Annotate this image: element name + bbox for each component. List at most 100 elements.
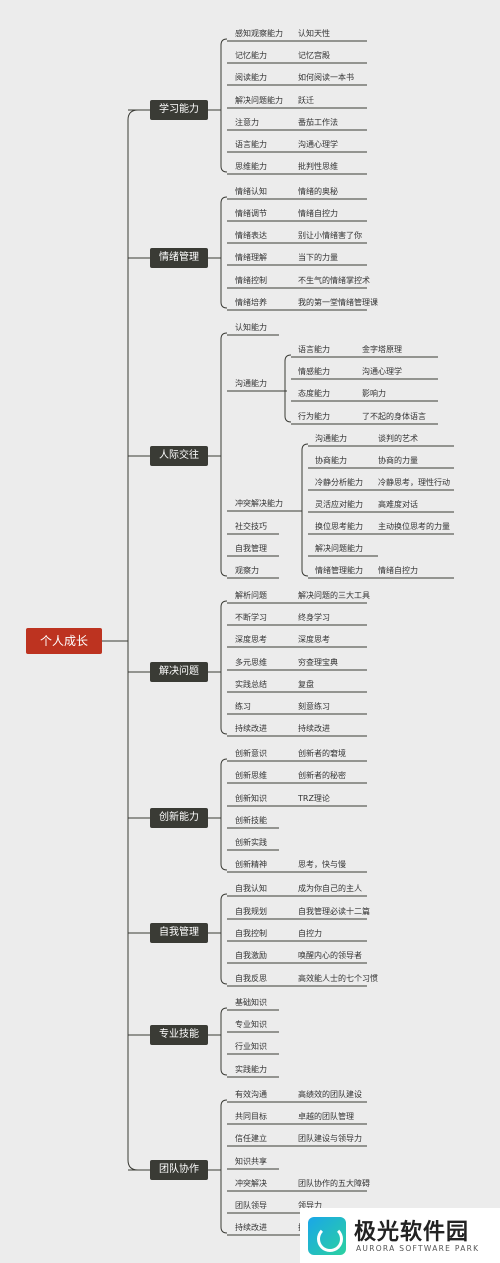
sub-item-note: 谈判的艺术 xyxy=(378,434,418,443)
item-note: 认知天性 xyxy=(298,29,330,38)
item-note: 如何阅读一本书 xyxy=(298,73,354,82)
item-label[interactable]: 思维能力 xyxy=(235,162,267,171)
item-note: 穷查理宝典 xyxy=(298,658,338,667)
sub-bracket xyxy=(284,354,292,423)
sub-item-note: 高难度对话 xyxy=(378,500,418,509)
item-label[interactable]: 创新精神 xyxy=(235,860,267,869)
item-note: 成为你自己的主人 xyxy=(298,884,362,893)
item-label[interactable]: 创新实践 xyxy=(235,838,267,847)
item-label[interactable]: 实践能力 xyxy=(235,1065,267,1074)
sub-item-label[interactable]: 换位思考能力 xyxy=(315,522,363,531)
sub-item-label[interactable]: 解决问题能力 xyxy=(315,544,363,553)
item-note: 卓越的团队管理 xyxy=(298,1112,354,1121)
item-note: 不生气的情绪掌控术 xyxy=(298,276,370,285)
item-label[interactable]: 记忆能力 xyxy=(235,51,267,60)
item-label[interactable]: 行业知识 xyxy=(235,1042,267,1051)
item-label[interactable]: 团队领导 xyxy=(235,1201,267,1210)
item-label[interactable]: 创新思维 xyxy=(235,771,267,780)
sub-item-label[interactable]: 态度能力 xyxy=(298,389,330,398)
watermark-subtitle: AURORA SOFTWARE PARK xyxy=(356,1244,480,1253)
item-label[interactable]: 情绪理解 xyxy=(235,253,267,262)
item-label[interactable]: 自我反思 xyxy=(235,974,267,983)
item-note: 当下的力量 xyxy=(298,253,338,262)
sub-item-label[interactable]: 沟通能力 xyxy=(315,434,347,443)
item-label[interactable]: 社交技巧 xyxy=(235,522,267,531)
item-label[interactable]: 冲突解决能力 xyxy=(235,499,283,508)
branch-node[interactable]: 创新能力 xyxy=(150,808,208,828)
sub-item-note: 沟通心理学 xyxy=(362,367,402,376)
item-label[interactable]: 共同目标 xyxy=(235,1112,267,1121)
branch-node[interactable]: 学习能力 xyxy=(150,100,208,120)
sub-item-label[interactable]: 灵活应对能力 xyxy=(315,500,363,509)
item-label[interactable]: 有效沟通 xyxy=(235,1090,267,1099)
sub-item-label[interactable]: 冷静分析能力 xyxy=(315,478,363,487)
item-label[interactable]: 自我规划 xyxy=(235,907,267,916)
item-note: 深度思考 xyxy=(298,635,330,644)
items-bracket xyxy=(220,893,228,985)
item-label[interactable]: 知识共享 xyxy=(235,1157,267,1166)
item-label[interactable]: 持续改进 xyxy=(235,1223,267,1232)
item-label[interactable]: 专业知识 xyxy=(235,1020,267,1029)
item-note: 领导力 xyxy=(298,1201,322,1210)
item-label[interactable]: 创新意识 xyxy=(235,749,267,758)
item-label[interactable]: 情绪认知 xyxy=(235,187,267,196)
sub-item-label[interactable]: 协商能力 xyxy=(315,456,347,465)
item-label[interactable]: 解析问题 xyxy=(235,591,267,600)
item-label[interactable]: 认知能力 xyxy=(235,323,267,332)
item-label[interactable]: 情绪表达 xyxy=(235,231,267,240)
branch-node[interactable]: 人际交往 xyxy=(150,446,208,466)
item-label[interactable]: 阅读能力 xyxy=(235,73,267,82)
sub-item-label[interactable]: 情感能力 xyxy=(298,367,330,376)
item-label[interactable]: 多元思维 xyxy=(235,658,267,667)
item-label[interactable]: 情绪控制 xyxy=(235,276,267,285)
branch-node[interactable]: 团队协作 xyxy=(150,1160,208,1180)
item-label[interactable]: 自我激励 xyxy=(235,951,267,960)
item-note: 高绩效的团队建设 xyxy=(298,1090,362,1099)
item-label[interactable]: 基础知识 xyxy=(235,998,267,1007)
item-note: 自我管理必读十二篇 xyxy=(298,907,370,916)
item-note: 唤醒内心的领导者 xyxy=(298,951,362,960)
item-label[interactable]: 练习 xyxy=(235,702,251,711)
sub-item-label[interactable]: 语言能力 xyxy=(298,345,330,354)
item-label[interactable]: 语言能力 xyxy=(235,140,267,149)
branch-node[interactable]: 专业技能 xyxy=(150,1025,208,1045)
item-label[interactable]: 信任建立 xyxy=(235,1134,267,1143)
item-note: 记忆宫殿 xyxy=(298,51,330,60)
item-label[interactable]: 不断学习 xyxy=(235,613,267,622)
sub-item-note: 协商的力量 xyxy=(378,456,418,465)
item-note: 别让小情绪害了你 xyxy=(298,231,362,240)
branch-node[interactable]: 情绪管理 xyxy=(150,248,208,268)
item-label[interactable]: 情绪调节 xyxy=(235,209,267,218)
main-bracket xyxy=(127,109,139,1171)
item-label[interactable]: 沟通能力 xyxy=(235,379,267,388)
item-label[interactable]: 注意力 xyxy=(235,118,259,127)
item-label[interactable]: 观察力 xyxy=(235,566,259,575)
item-label[interactable]: 自我认知 xyxy=(235,884,267,893)
branch-node[interactable]: 解决问题 xyxy=(150,662,208,682)
item-note: 持续改进 xyxy=(298,724,330,733)
item-label[interactable]: 情绪培养 xyxy=(235,298,267,307)
root-node[interactable]: 个人成长 xyxy=(26,628,102,654)
item-label[interactable]: 感知观察能力 xyxy=(235,29,283,38)
sub-item-note: 了不起的身体语言 xyxy=(362,412,426,421)
item-label[interactable]: 深度思考 xyxy=(235,635,267,644)
items-bracket xyxy=(220,38,228,173)
items-bracket xyxy=(220,196,228,309)
item-label[interactable]: 实践总结 xyxy=(235,680,267,689)
item-note: 解决问题的三大工具 xyxy=(298,591,370,600)
item-label[interactable]: 冲突解决 xyxy=(235,1179,267,1188)
branch-node[interactable]: 自我管理 xyxy=(150,923,208,943)
item-note: 高效能人士的七个习惯 xyxy=(298,974,378,983)
item-label[interactable]: 自我控制 xyxy=(235,929,267,938)
sub-item-note: 冷静思考，理性行动 xyxy=(378,478,450,487)
sub-item-label[interactable]: 情绪管理能力 xyxy=(315,566,363,575)
item-label[interactable]: 持续改进 xyxy=(235,724,267,733)
item-label[interactable]: 创新技能 xyxy=(235,816,267,825)
item-note: 我的第一堂情绪管理课 xyxy=(298,298,378,307)
item-label[interactable]: 自我管理 xyxy=(235,544,267,553)
item-label[interactable]: 创新知识 xyxy=(235,794,267,803)
sub-item-label[interactable]: 行为能力 xyxy=(298,412,330,421)
item-label[interactable]: 解决问题能力 xyxy=(235,96,283,105)
item-note: 终身学习 xyxy=(298,613,330,622)
